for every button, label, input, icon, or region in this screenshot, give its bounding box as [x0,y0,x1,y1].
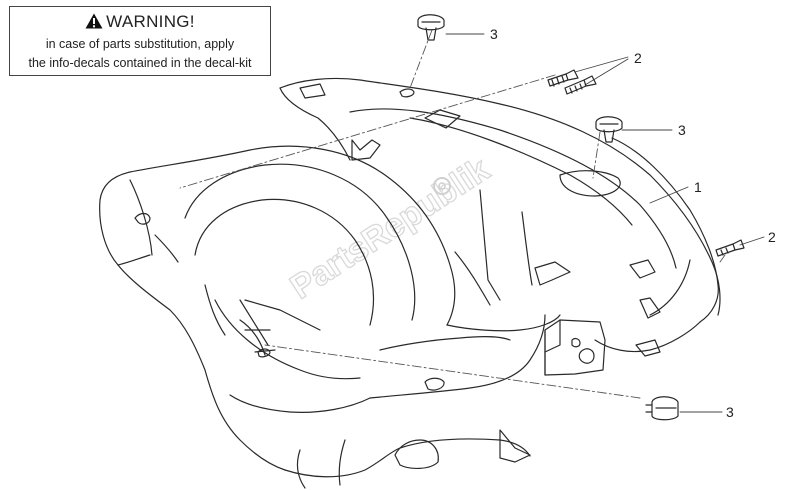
callout-3-bottom: 3 [726,404,734,420]
screw-right-icon [715,239,745,257]
callout-2-top: 2 [634,50,642,66]
warning-line-1: in case of parts substitution, apply [45,37,235,51]
plastic-clip-top-icon [417,14,445,41]
warning-heading-row: WARNING! [10,11,270,35]
callout-labels: 3 2 3 1 2 3 [490,26,776,420]
callout-3-mid: 3 [678,122,686,138]
leader-lines [179,29,726,399]
leader-screw-right [719,254,726,263]
leader-screws-top [179,74,556,189]
headlight-cover [99,77,721,489]
warning-box: WARNING! in case of parts substitution, … [9,6,271,76]
screw-top-right-icon [564,75,597,95]
watermark: PartsRepublik [283,150,497,308]
leader-clip-mid [592,131,601,179]
watermark-text: PartsRepublik [284,150,497,306]
vent-details [134,83,661,391]
watermark-gear-icon [433,177,451,195]
callout-2-right: 2 [768,229,776,245]
callout-3-top: 3 [490,26,498,42]
mounting-bracket [544,319,606,376]
callout-pointers [445,33,765,413]
leader-clip-bottom [264,344,641,399]
plastic-clip-mid-icon [595,116,623,143]
callout-1: 1 [694,179,702,195]
warning-heading: WARNING! [106,12,195,31]
leader-clip-top [409,29,433,89]
warning-triangle-icon [85,13,103,35]
plastic-clip-bottom-icon [645,396,679,421]
screw-top-left-icon [547,69,579,87]
warning-line-2: the info-decals contained in the decal-k… [28,56,252,70]
